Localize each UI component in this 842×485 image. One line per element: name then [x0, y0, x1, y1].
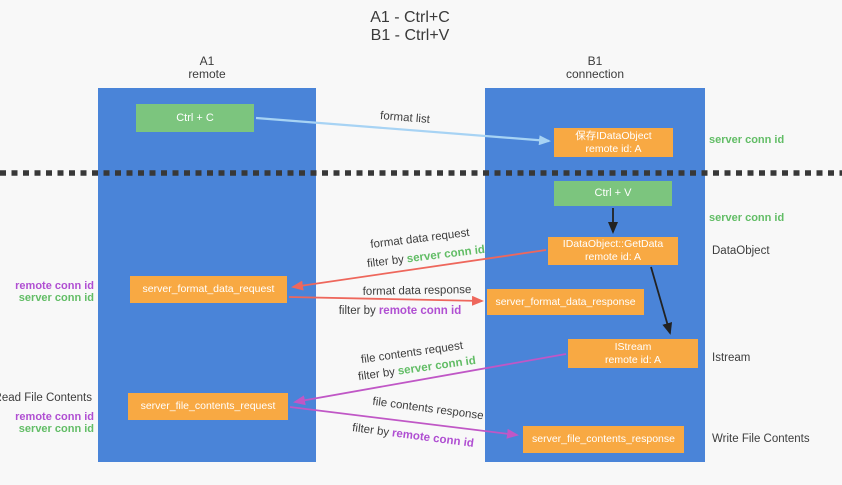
arrow-getdata-to-istream: [650, 266, 673, 335]
node-server-file-contents-request: server_file_contents_request: [128, 393, 288, 420]
column-b1-subtitle: connection: [565, 67, 625, 81]
annotation-server-conn-id-2: server conn id: [18, 423, 94, 435]
arrow-format-data-request: [291, 249, 547, 291]
node-istream: IStream remote id: A: [568, 339, 698, 368]
annotation-dataobject: DataObject: [712, 245, 770, 257]
column-header-b1: B1 connection: [525, 55, 665, 81]
annotation-write-file-contents: Write File Contents: [712, 433, 810, 445]
node-save-idataobject-line1: 保存IDataObject: [575, 129, 652, 142]
node-istream-line2: remote id: A: [604, 353, 662, 366]
title-line-2: B1 - Ctrl+V: [370, 27, 450, 44]
annotation-read-file-contents: Read File Contents: [0, 392, 92, 404]
node-server-file-contents-response-label: server_file_contents_response: [531, 433, 675, 445]
node-idataobject-getdata-line1: IDataObject::GetData: [562, 238, 664, 250]
node-save-idataobject: 保存IDataObject remote id: A: [554, 128, 673, 157]
arrow-file-contents-response: [289, 406, 519, 439]
diagram-title: A1 - Ctrl+C B1 - Ctrl+V: [310, 9, 510, 45]
node-server-format-data-request-label: server_format_data_request: [142, 283, 275, 295]
node-idataobject-getdata: IDataObject::GetData remote id: A: [548, 237, 678, 265]
node-ctrl-c: Ctrl + C: [136, 104, 254, 132]
annotation-server-conn-id-1: server conn id: [18, 292, 94, 304]
annotation-server-conn-id-top: server conn id: [709, 134, 785, 146]
node-server-file-contents-response: server_file_contents_response: [523, 426, 684, 453]
filter-by-text: filter by: [338, 305, 376, 317]
column-b1-name: B1: [587, 54, 603, 68]
node-ctrl-v: Ctrl + V: [554, 181, 672, 206]
node-server-format-data-response: server_format_data_response: [487, 289, 644, 315]
node-save-idataobject-line2: remote id: A: [585, 142, 642, 155]
node-server-format-data-response-label: server_format_data_response: [495, 295, 636, 308]
node-idataobject-getdata-line2: remote id: A: [584, 251, 642, 263]
node-ctrl-c-label: Ctrl + C: [176, 111, 214, 124]
column-a1-subtitle: remote: [188, 67, 226, 81]
edge-label-format-data-response: format data response: [362, 284, 472, 298]
annotation-remote-conn-id-1: remote conn id: [15, 280, 94, 292]
annotation-server-conn-id-mid: server conn id: [709, 212, 785, 224]
column-header-a1: A1 remote: [137, 55, 277, 81]
annotation-istream: Istream: [712, 352, 751, 364]
node-server-file-contents-request-label: server_file_contents_request: [140, 400, 276, 412]
remote-conn-id-text: remote conn id: [378, 305, 462, 317]
node-server-format-data-request: server_format_data_request: [130, 276, 287, 303]
node-istream-line1: IStream: [614, 340, 652, 353]
column-a1-name: A1: [199, 54, 215, 68]
title-line-1: A1 - Ctrl+C: [370, 9, 450, 26]
annotation-remote-conn-id-2: remote conn id: [15, 411, 94, 423]
arrow-file-contents-request: [293, 353, 567, 406]
arrow-format-list: [255, 116, 551, 146]
arrow-format-data-response: [288, 295, 484, 306]
node-ctrl-v-label: Ctrl + V: [594, 187, 632, 199]
